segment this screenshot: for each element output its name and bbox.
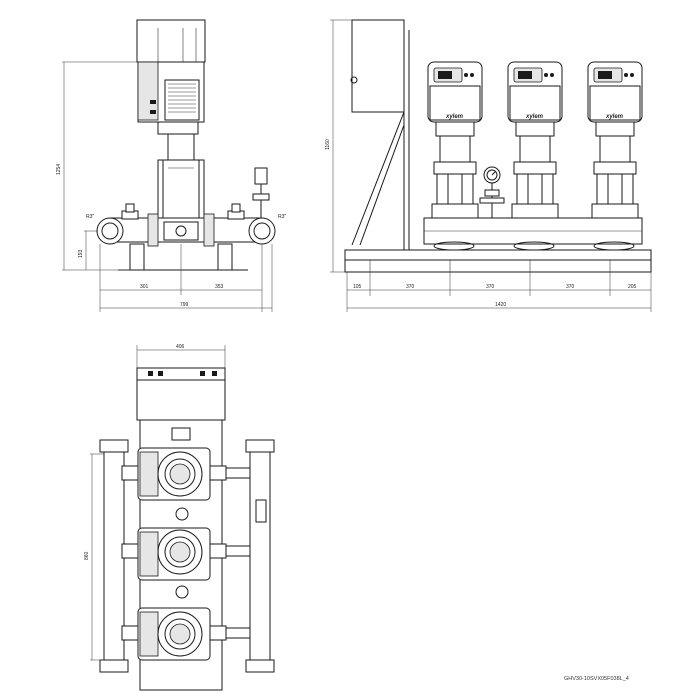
pump-1-brand: xylem [445,114,464,120]
height-dim-front: 1254 [56,164,62,175]
suction-header [103,441,125,671]
top-view: 406 860 [84,344,275,691]
pump-2-top [121,527,251,581]
spacing-dim-4: 370 [566,284,575,290]
spacing-dim-1: 105 [353,284,362,290]
pump-3-side: xylem [587,61,643,219]
inlet-height-dim: 193 [78,249,84,258]
front-view: 1254 193 R3" R3" 301 353 799 [56,19,286,312]
spacing-dim-2: 370 [406,284,415,290]
right-span-dim: 353 [215,284,224,290]
drawing-code: GHV30-10SVX05F038L_4 [564,676,629,682]
total-width-dim: 799 [180,302,189,308]
spacing-dim-5: 205 [628,284,637,290]
control-box-front [136,19,206,63]
pump-3-top [121,607,251,661]
control-cabinet-side [351,19,405,113]
base-frame [344,249,652,261]
pump-3-brand: xylem [605,114,624,120]
total-length-dim: 1420 [495,302,506,308]
pump-1-side: xylem [427,61,483,219]
pump-1-top [121,447,251,501]
height-dim-side: 1160 [325,139,331,150]
pump-2-side: xylem [507,61,563,219]
left-span-dim: 301 [140,284,149,290]
discharge-header [249,441,271,671]
right-connection-label: R3" [278,214,286,220]
side-view: xylem xylem [325,19,652,312]
pump-2-brand: xylem [525,114,544,120]
width-dim-top: 406 [176,344,185,350]
spacing-dim-3: 370 [486,284,495,290]
pump-body-front [157,159,205,219]
depth-dim-top: 860 [84,551,90,560]
pressure-gauge [479,166,505,218]
left-connection-label: R3" [86,214,94,220]
